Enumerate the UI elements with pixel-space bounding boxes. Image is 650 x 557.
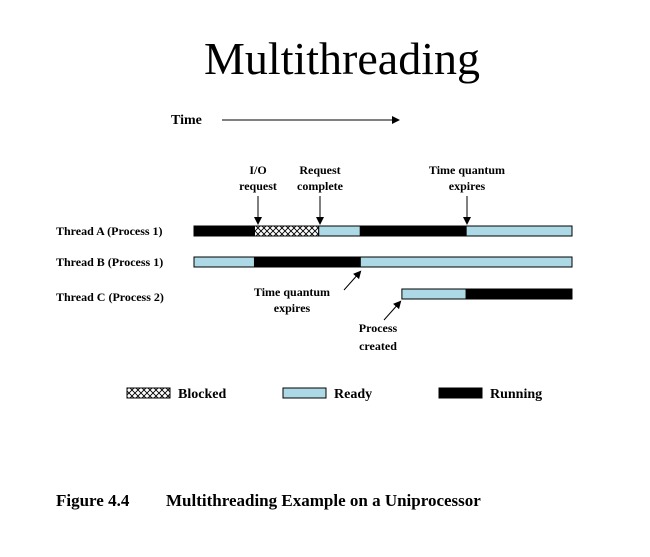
time-quantum-top-annotation: Time quantum expires xyxy=(429,163,505,225)
thread-a-segment-running xyxy=(193,225,255,237)
request-complete-label-line2: complete xyxy=(297,179,344,193)
thread-a-segment-ready xyxy=(465,225,573,237)
process-created-arrow xyxy=(383,300,402,321)
time-quantum-mid-annotation: Time quantum expires xyxy=(254,270,362,315)
thread-a-segment-blocked xyxy=(253,225,320,237)
figure-caption-text: Multithreading Example on a Uniprocessor xyxy=(166,491,481,510)
thread-c-segment-running xyxy=(465,288,573,300)
request-complete-label-line1: Request xyxy=(299,163,340,177)
time-quantum-mid-label-line2: expires xyxy=(274,301,311,315)
legend-blocked-swatch xyxy=(126,387,171,399)
thread-b-segment-running xyxy=(253,256,361,268)
legend-running-swatch xyxy=(438,387,483,399)
thread-c-segment-ready xyxy=(401,288,467,300)
thread-a-timeline xyxy=(193,225,573,237)
time-quantum-top-label-line1: Time quantum xyxy=(429,163,505,177)
io-request-label-line1: I/O xyxy=(249,163,266,177)
time-axis-label: Time xyxy=(171,113,202,128)
time-quantum-top-label-line2: expires xyxy=(449,179,486,193)
figure-caption-number: Figure 4.4 xyxy=(56,491,130,510)
thread-b-timeline xyxy=(193,256,573,268)
figure-caption: Figure 4.4 Multithreading Example on a U… xyxy=(56,491,481,510)
thread-b-segment-ready xyxy=(359,256,573,268)
process-created-annotation: Process created xyxy=(359,300,402,353)
thread-a-segment-running xyxy=(359,225,467,237)
page-title: Multithreading xyxy=(204,33,480,84)
legend-running-label: Running xyxy=(490,387,542,402)
time-quantum-mid-arrow xyxy=(343,270,362,291)
legend-blocked-label: Blocked xyxy=(178,387,226,402)
thread-c-label: Thread C (Process 2) xyxy=(56,290,164,304)
request-complete-annotation: Request complete xyxy=(297,163,344,225)
process-created-label-line2: created xyxy=(359,339,397,353)
thread-a-segment-ready xyxy=(318,225,361,237)
io-request-label-line2: request xyxy=(239,179,277,193)
thread-b-segment-ready xyxy=(193,256,255,268)
thread-a-label: Thread A (Process 1) xyxy=(56,224,163,238)
thread-c-timeline xyxy=(401,288,573,300)
io-request-annotation: I/O request xyxy=(239,163,277,225)
thread-b-label: Thread B (Process 1) xyxy=(56,255,163,269)
legend-ready-swatch xyxy=(282,387,327,399)
legend-ready-label: Ready xyxy=(334,387,372,402)
process-created-label-line1: Process xyxy=(359,321,398,335)
legend: Blocked Ready Running xyxy=(126,387,542,402)
time-quantum-mid-label-line1: Time quantum xyxy=(254,285,330,299)
